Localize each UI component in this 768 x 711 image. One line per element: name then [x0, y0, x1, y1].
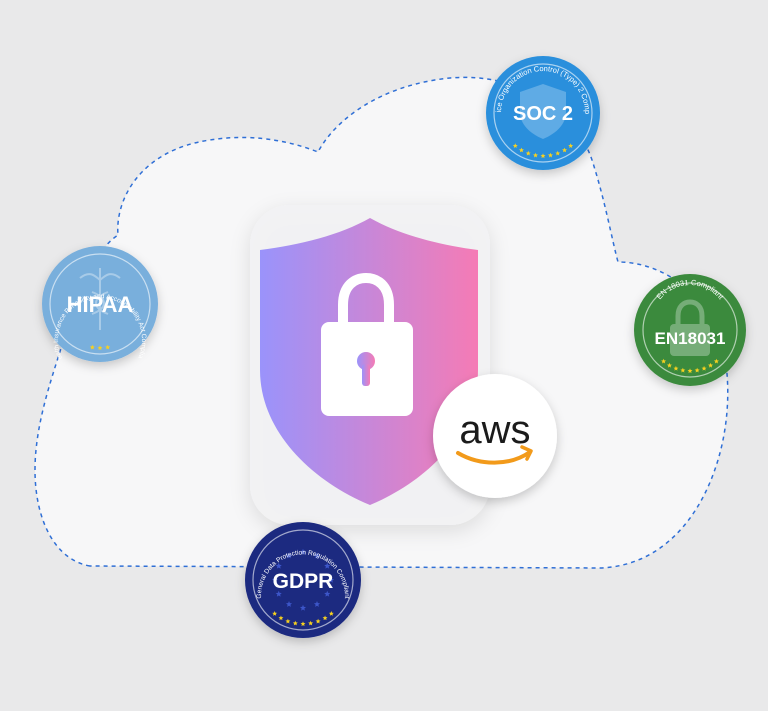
gdpr-title: GDPR [273, 570, 334, 593]
aws-smile-icon [456, 450, 532, 465]
star-icon [271, 576, 279, 583]
star-icon [687, 368, 693, 374]
soc2-stars [512, 143, 574, 159]
star-icon [694, 367, 700, 373]
hipaa-stars [89, 344, 111, 351]
star-icon [555, 150, 561, 156]
en18031-badge [634, 274, 746, 386]
star-icon [292, 620, 298, 626]
star-icon [300, 621, 306, 627]
star-icon [278, 615, 284, 621]
star-icon [322, 615, 328, 621]
star-icon [708, 362, 714, 368]
hipaa-title: HIPAA [67, 292, 134, 317]
star-icon [680, 367, 686, 373]
star-icon [562, 147, 568, 153]
soc2-ring-text: Service Organization Control (Type) 2 Co… [0, 0, 592, 114]
star-icon [275, 562, 282, 569]
star-icon [89, 344, 95, 350]
gdpr-badge [245, 522, 361, 638]
star-icon [512, 143, 518, 148]
svg-text:Service Organization Control (: Service Organization Control (Type) 2 Co… [0, 0, 592, 114]
padlock-icon [670, 299, 710, 356]
star-icon [308, 620, 314, 626]
gdpr-stars [272, 611, 334, 627]
padlock-icon [321, 272, 413, 416]
star-icon [324, 590, 331, 597]
eu-stars-icon [271, 548, 335, 611]
hipaa-badge [42, 246, 158, 362]
star-icon [105, 344, 111, 350]
star-icon [97, 345, 103, 351]
star-icon [673, 365, 679, 371]
aws-label: aws [459, 408, 530, 452]
star-icon [548, 152, 553, 158]
en18031-title: EN18031 [655, 329, 726, 348]
star-icon [299, 548, 307, 555]
soc2-badge [486, 56, 600, 170]
svg-text:Health Insurance Portability a: Health Insurance Portability and Account… [0, 0, 147, 360]
shield-icon [520, 84, 566, 139]
star-icon [313, 601, 321, 607]
star-icon [285, 601, 293, 607]
star-icon [533, 152, 538, 158]
star-icon [272, 611, 278, 616]
soc2-title: SOC 2 [513, 103, 573, 125]
star-icon [713, 358, 719, 364]
star-icon [540, 153, 546, 159]
aws-logo: aws [433, 374, 557, 498]
caduceus-icon [79, 268, 121, 330]
star-icon [518, 147, 524, 153]
star-icon [285, 618, 291, 624]
star-icon [328, 611, 334, 616]
star-icon [275, 590, 282, 597]
star-icon [568, 143, 574, 148]
star-icon [313, 552, 321, 559]
star-icon [525, 150, 531, 156]
star-icon [327, 576, 335, 583]
star-icon [315, 618, 321, 624]
star-icon [285, 552, 293, 559]
star-icon [666, 362, 672, 368]
star-icon [299, 604, 307, 611]
hipaa-ring-text: Health Insurance Portability and Account… [0, 0, 147, 360]
star-icon [324, 562, 331, 569]
star-icon [661, 358, 667, 364]
star-icon [701, 365, 707, 371]
en18031-stars [661, 358, 719, 374]
